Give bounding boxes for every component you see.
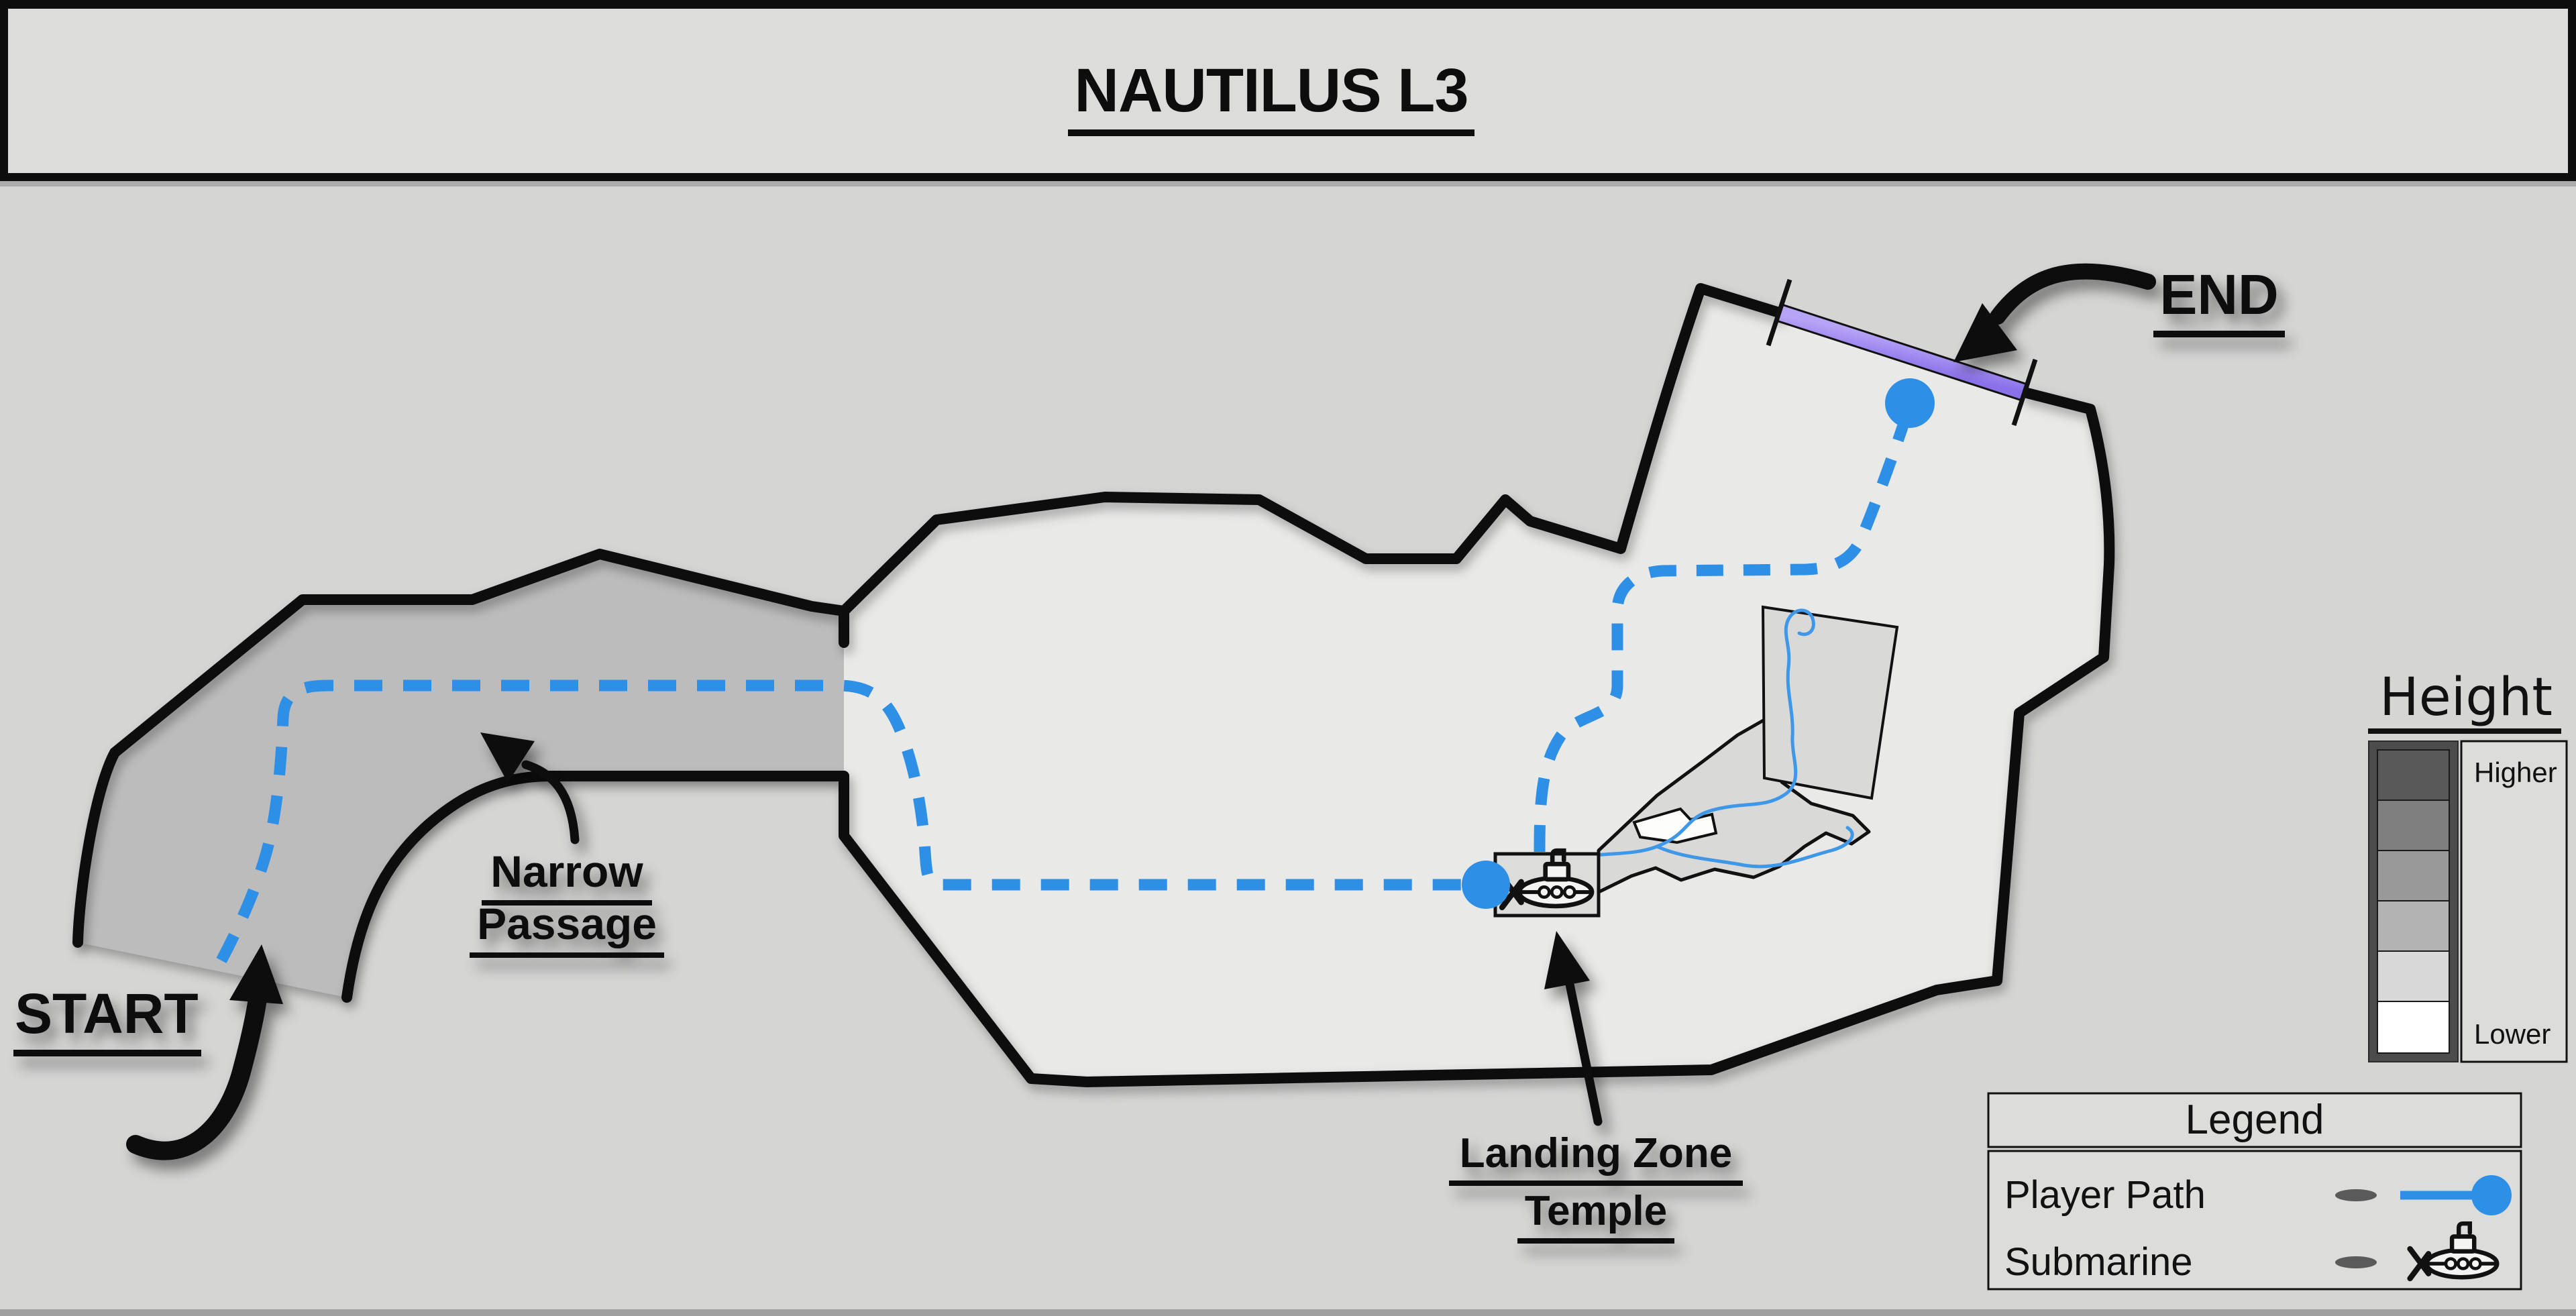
height-scale: Height Higher Lower bbox=[2368, 667, 2568, 1063]
landing-zone-line2: Temple bbox=[1525, 1188, 1667, 1234]
region-narrow-passage-high bbox=[78, 554, 844, 997]
path-waypoint-dot-temple bbox=[1462, 861, 1510, 909]
narrow-passage-annotation: Narrow Passage bbox=[470, 732, 664, 958]
header-shadow-line bbox=[0, 181, 2576, 186]
header-top-border bbox=[0, 0, 2576, 9]
map-annotations: START END Narrow Passage Landing Zone Te… bbox=[13, 263, 2285, 1244]
landing-zone-arrow-head bbox=[1544, 931, 1590, 989]
legend-submarine-label: Submarine bbox=[2004, 1240, 2192, 1284]
height-swatch-2 bbox=[2377, 950, 2450, 1002]
height-lower-label: Lower bbox=[2474, 1018, 2551, 1050]
bottom-edge-strip bbox=[0, 1309, 2576, 1316]
header-background bbox=[0, 0, 2576, 180]
legend-row-player-path: Player Path bbox=[2004, 1173, 2512, 1217]
height-swatch-1 bbox=[2377, 1001, 2450, 1054]
map-legend: Legend Player Path Submarine bbox=[1987, 1092, 2522, 1291]
narrow-passage-arrow-tail bbox=[521, 760, 580, 844]
temple-island bbox=[1632, 807, 1718, 844]
landing-zone-line1: Landing Zone bbox=[1460, 1130, 1732, 1176]
landing-zone-annotation: Landing Zone Temple bbox=[1449, 931, 1743, 1244]
end-gate bbox=[1766, 278, 2038, 427]
path-waypoint-dot-end bbox=[1885, 378, 1935, 428]
temple-structure bbox=[1561, 605, 1899, 894]
height-swatch-6 bbox=[2377, 749, 2450, 801]
start-label: START bbox=[15, 982, 199, 1045]
start-arrow-tail bbox=[126, 989, 267, 1160]
start-annotation: START bbox=[13, 944, 283, 1160]
end-arrow-tail bbox=[1990, 263, 2156, 325]
height-swatch-3 bbox=[2377, 900, 2450, 952]
narrow-passage-line1: Narrow bbox=[490, 846, 643, 896]
legend-title-box bbox=[1987, 1092, 2522, 1148]
boundary-narrow-passage-inner bbox=[341, 771, 849, 1003]
temple-stream bbox=[1565, 608, 1815, 863]
header-right-border bbox=[2568, 9, 2576, 173]
player-path-segment-2 bbox=[1534, 411, 1913, 853]
legend-player-path-label: Player Path bbox=[2004, 1173, 2206, 1217]
player-path bbox=[216, 378, 1935, 963]
end-arrow-head bbox=[1953, 303, 2017, 362]
player-path-segment-1 bbox=[216, 679, 1462, 963]
height-swatch-4 bbox=[2377, 850, 2450, 901]
end-label: END bbox=[2159, 263, 2278, 326]
height-swatch-5 bbox=[2377, 800, 2450, 851]
height-labels-box bbox=[2460, 740, 2568, 1063]
legend-row-submarine: Submarine bbox=[2004, 1223, 2497, 1284]
narrow-passage-arrow-head bbox=[480, 732, 535, 783]
boundary-west-and-north bbox=[72, 283, 1784, 948]
height-scale-title: Height bbox=[2379, 667, 2553, 728]
header-left-border bbox=[0, 9, 8, 173]
legend-dash-icon-1 bbox=[2335, 1189, 2377, 1201]
legend-dash-icon-2 bbox=[2335, 1256, 2377, 1268]
header-band: NAUTILUS L3 bbox=[0, 0, 2576, 186]
temple-stream-lower-branch bbox=[1655, 826, 1854, 869]
height-higher-label: Higher bbox=[2474, 757, 2557, 788]
legend-player-path-dot bbox=[2471, 1175, 2512, 1215]
temple-building bbox=[1761, 605, 1899, 800]
level-title: NAUTILUS L3 bbox=[1075, 56, 1468, 125]
start-arrow-head bbox=[229, 944, 283, 1004]
boundary-east-and-south bbox=[839, 387, 2115, 1087]
landing-zone-arrow-tail bbox=[1562, 967, 1603, 1126]
legend-title: Legend bbox=[2186, 1097, 2324, 1143]
level-boundaries bbox=[72, 283, 2115, 1087]
header-bottom-border bbox=[0, 173, 2576, 181]
height-swatches bbox=[2377, 749, 2450, 1054]
submarine-landing-box bbox=[1493, 851, 1601, 918]
end-gate-tick-right bbox=[2011, 358, 2038, 427]
narrow-passage-line2: Passage bbox=[477, 899, 657, 948]
end-gate-tick-left bbox=[1766, 278, 1792, 347]
end-annotation: END bbox=[1953, 263, 2285, 362]
